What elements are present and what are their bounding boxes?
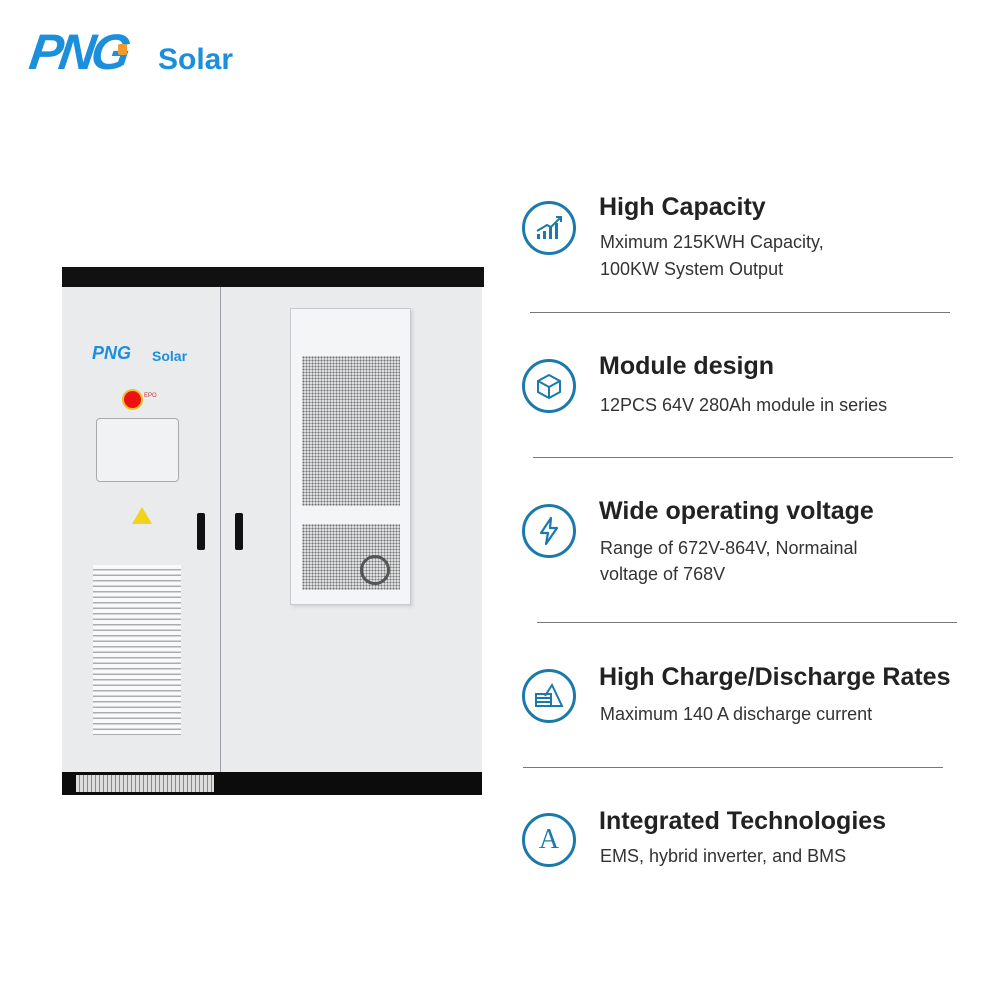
battery-stack-icon xyxy=(522,669,576,723)
letter-a-icon: A xyxy=(522,813,576,867)
brand-logo-word: Solar xyxy=(158,43,234,76)
door-logo-mark: PNG xyxy=(92,343,132,363)
base-vent xyxy=(76,775,214,792)
feature-desc-line: Maximum 140 A discharge current xyxy=(600,704,873,724)
emergency-stop-button xyxy=(122,389,143,410)
feature-desc-line: voltage of 768V xyxy=(600,564,726,584)
feature-title: Wide operating voltage xyxy=(599,497,874,525)
louver-vent xyxy=(93,565,181,735)
high-voltage-warning-icon xyxy=(132,507,152,524)
divider xyxy=(530,312,950,313)
divider xyxy=(537,622,957,623)
door-handle-right xyxy=(235,513,243,550)
lightning-bolt-icon xyxy=(522,504,576,558)
cabinet-roof xyxy=(62,267,484,287)
feature-desc-line: EMS, hybrid inverter, and BMS xyxy=(600,846,847,866)
feature-title: Integrated Technologies xyxy=(599,807,887,835)
cube-icon xyxy=(522,359,576,413)
divider xyxy=(533,457,953,458)
logo-accent-dot xyxy=(118,44,127,55)
feature-title: Module design xyxy=(599,352,774,380)
divider xyxy=(523,767,943,768)
ac-upper-grille xyxy=(302,356,400,506)
door-seam xyxy=(220,287,221,772)
feature-title: High Capacity xyxy=(599,193,766,221)
feature-desc-line: Mximum 215KWH Capacity, xyxy=(600,232,824,252)
bar-chart-growth-icon xyxy=(522,201,576,255)
feature-desc-line: 12PCS 64V 280Ah module in series xyxy=(600,395,888,415)
feature-desc-line: Range of 672V-864V, Normainal xyxy=(600,538,858,558)
brand-logo-mark: PNG xyxy=(26,24,131,80)
door-handle-left xyxy=(197,513,205,550)
feature-title: High Charge/Discharge Rates xyxy=(599,663,951,691)
fan-icon xyxy=(360,555,390,585)
door-logo-word: Solar xyxy=(152,348,188,364)
epo-label: EPO xyxy=(144,393,157,399)
access-panel xyxy=(96,418,179,482)
feature-desc-line: 100KW System Output xyxy=(600,259,784,279)
